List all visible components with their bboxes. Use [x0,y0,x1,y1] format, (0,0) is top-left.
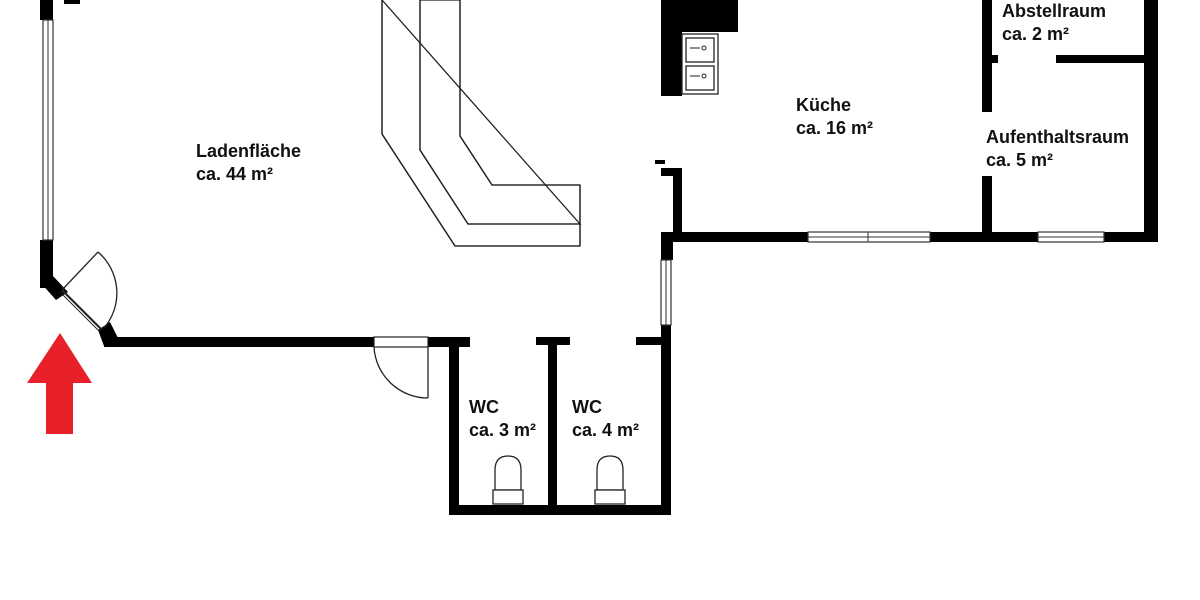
room-label-abstellraum: Abstellraum ca. 2 m² [1002,0,1106,46]
room-name: WC [469,397,499,417]
sales-counter [381,0,582,247]
entrance-arrow-icon [27,333,92,434]
door-swing-icon [59,251,429,399]
sink-icon [681,33,719,95]
windows [42,19,1105,326]
room-area: ca. 44 m² [196,164,274,184]
room-name: Aufenthaltsraum [986,127,1130,147]
room-label-ladenflaeche: Ladenfläche ca. 44 m² [196,140,301,186]
room-name: Abstellraum [1002,1,1107,21]
room-label-wc-1: WC ca. 3 m² [469,396,536,442]
toilet-icon [594,455,626,505]
room-name: Küche [796,95,852,115]
room-label-aufenthaltsraum: Aufenthaltsraum ca. 5 m² [986,126,1129,172]
room-area: ca. 5 m² [986,150,1054,170]
toilet-icon [492,455,524,505]
exterior-walls [40,0,1158,515]
room-name: WC [572,397,602,417]
room-area: ca. 3 m² [469,420,537,440]
room-label-kueche: Küche ca. 16 m² [796,94,873,140]
room-area: ca. 4 m² [572,420,640,440]
room-area: ca. 2 m² [1002,24,1070,44]
room-label-wc-2: WC ca. 4 m² [572,396,639,442]
room-area: ca. 16 m² [796,118,874,138]
room-name: Ladenfläche [196,141,302,161]
